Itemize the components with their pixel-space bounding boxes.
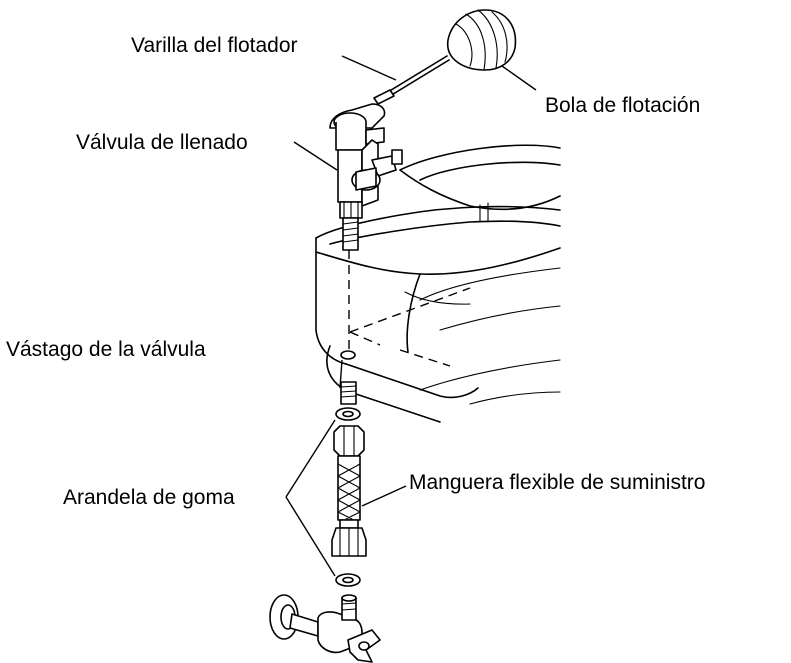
fill-valve-label: Válvula de llenado bbox=[76, 131, 248, 154]
valve-stem-leader bbox=[339, 359, 343, 389]
shutoff-valve bbox=[269, 594, 381, 663]
lower-rubber-washer bbox=[335, 573, 361, 587]
supply-hose-label: Manguera flexible de suministro bbox=[409, 471, 705, 494]
supply-hose-leader bbox=[361, 485, 407, 507]
rubber-washer-label: Arandela de goma bbox=[63, 486, 235, 509]
leader-lines bbox=[285, 55, 537, 577]
upper-rubber-washer bbox=[335, 407, 361, 421]
flexible-supply-hose bbox=[331, 425, 367, 557]
float-rod-label: Varilla del flotador bbox=[131, 34, 298, 57]
float-rod-leader bbox=[341, 55, 397, 81]
toilet-tank bbox=[315, 144, 561, 423]
fill-valve bbox=[329, 89, 403, 251]
washer-leader-upper bbox=[285, 419, 336, 498]
float-ball bbox=[447, 9, 517, 71]
float-ball-label: Bola de flotación bbox=[545, 94, 700, 117]
valve-stem bbox=[340, 381, 357, 405]
fill-valve-leader bbox=[293, 141, 338, 171]
washer-leader-lower bbox=[285, 496, 336, 577]
valve-stem-label: Vástago de la válvula bbox=[6, 338, 206, 361]
float-ball-leader bbox=[501, 65, 537, 91]
